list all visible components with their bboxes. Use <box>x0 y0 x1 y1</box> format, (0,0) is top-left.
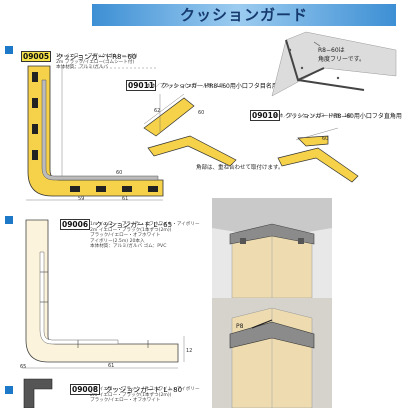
product-spec: 1m イエロー・ブラック・オフホワイト・アイボリー 2m イエロー・ブラック(1… <box>90 387 200 404</box>
product-name: クッションガードR8−60 <box>56 53 137 61</box>
product-spec: 本体／ブラック・イエロー 入数：1組 <box>274 114 352 119</box>
product-spec: 1m イエロー・ブラック(ゴムシート付) 2m ブラック/イエロー(ゴムシート付… <box>56 54 138 71</box>
dim-label: 65 <box>20 364 26 370</box>
dim-label: 61 <box>108 363 114 369</box>
install-photo-column-top <box>212 198 332 298</box>
product-09008: 09008 クッションガード L−80 <box>70 377 182 396</box>
section-bullet <box>5 216 13 224</box>
product-code: 09005 <box>21 51 52 62</box>
dim-label: 60 <box>116 170 122 176</box>
dim-label: 60 <box>322 136 328 142</box>
product-code: 09006 <box>60 219 91 230</box>
product-name: クッションガードR8−60用小口フタ直角用 <box>285 113 402 120</box>
dim-label: 61 <box>122 196 128 202</box>
section-bullet <box>5 46 13 54</box>
annotation-angle: 角度フリーです。 <box>318 55 365 63</box>
product-name: クッションガード L−80 <box>105 386 183 394</box>
annotation-cap: 角部は、重ね合わせて取付けます。 <box>196 165 284 171</box>
annotation-r860: R8−60は <box>318 47 345 54</box>
l65-profile-drawing: 61 12 65 <box>20 219 192 370</box>
cap-09011-drawing: 62 60 <box>143 93 237 167</box>
product-spec: 本体／ブラック・イエロー 入数：1組 <box>146 84 224 89</box>
product-09010: 09010 クッションガードR8−60用小口フタ直角用 <box>250 103 402 122</box>
l80-profile-drawing <box>23 378 53 408</box>
product-code: 09010 <box>250 110 281 121</box>
install-photo-r860: R8−60は 角度フリーです。 <box>271 31 397 97</box>
section-bullet <box>5 386 13 394</box>
product-09006: 09006 クッションガード L−65 <box>60 212 172 231</box>
product-09011: 09011 クッションガードR8−60用小口フタ目名用 <box>126 73 278 92</box>
r860-profile-drawing: 60 59 61 <box>26 65 164 202</box>
dim-label: P8 <box>236 323 244 330</box>
product-spec: 1m イエロー・ブラック・オフホワイト・アイボリー 2m イエロー・ブラック(1… <box>90 222 200 250</box>
header-banner <box>92 4 396 26</box>
product-09005: 09005 クッションガードR8−60 <box>21 44 136 63</box>
product-code: 09008 <box>70 384 101 395</box>
dim-label: 62 <box>154 108 160 114</box>
product-name: クッションガードR8−60用小口フタ目名用 <box>161 83 278 90</box>
dim-label: 60 <box>198 110 204 116</box>
cap-09010-drawing: 60 <box>277 127 359 183</box>
dim-label: 59 <box>78 196 84 202</box>
product-name: クッションガード L−65 <box>95 221 173 229</box>
install-photo-column-bottom: P8 <box>212 298 332 408</box>
product-code: 09011 <box>126 80 157 91</box>
page-title: クッションガード <box>179 6 308 24</box>
dim-label: 12 <box>186 348 192 354</box>
